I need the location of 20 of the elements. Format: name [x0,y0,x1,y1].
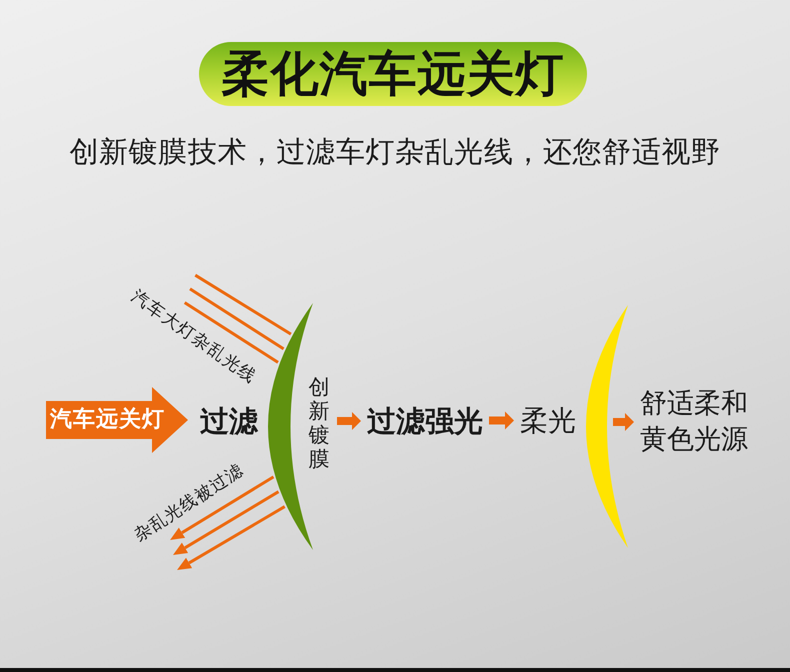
ray-arrow [177,505,286,570]
arrow [489,412,514,430]
ray-label: 汽车大灯杂乱光线 [128,286,260,388]
ray-arrow [173,490,280,555]
ray-line [194,274,292,336]
arrow [337,412,361,430]
arrow [613,413,634,431]
ray-arrow [170,476,274,540]
step-label: 过滤 [200,404,258,438]
title-banner: 柔化汽车远关灯 [199,42,587,106]
step-label: 柔光 [520,404,576,437]
step-label: 过滤强光 [367,404,483,438]
ray-line [184,301,279,364]
subtitle: 创新镀膜技术，过滤车灯杂乱光线，还您舒适视野 [69,134,721,170]
ray-label: 杂乱光线被过滤 [130,460,248,546]
lens-caption: 创新镀膜 [308,375,330,471]
block-arrow: 汽车远关灯 [46,387,188,453]
ray-line [189,288,284,350]
lens-crescent [586,305,628,548]
step-label: 舒适柔和黄色光源 [640,386,752,458]
